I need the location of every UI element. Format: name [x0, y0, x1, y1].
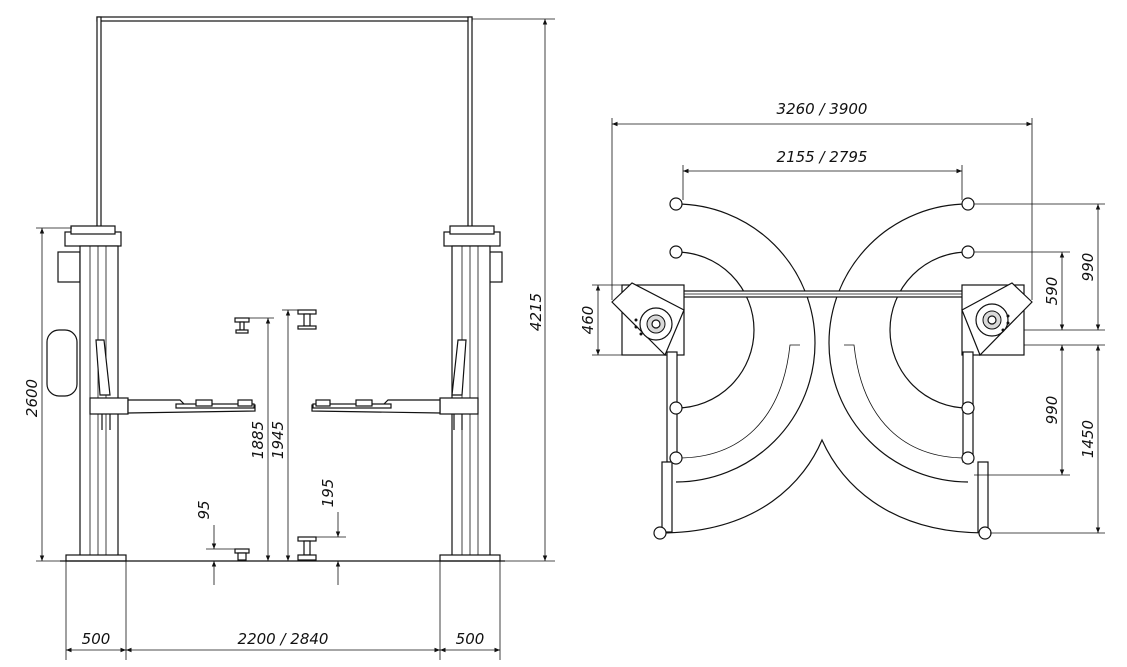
dim-max-lift-2: 1945 [269, 421, 287, 459]
front-vertical-dimensions [36, 18, 555, 585]
arm-swing-arcs [659, 203, 986, 534]
dim-post-height: 2600 [23, 379, 41, 417]
dim-post-depth: 460 [579, 306, 597, 335]
motor-unit [46, 329, 78, 397]
dim-inner-width: 2155 / 2795 [777, 148, 868, 166]
dim-arm-long-front: 990 [1079, 253, 1097, 282]
left-lifting-arm [89, 397, 256, 430]
overhead-frame [96, 16, 473, 228]
dim-base-left: 500 [82, 630, 111, 648]
dim-min-height-1: 95 [195, 500, 213, 519]
dim-between-posts: 2200 / 2840 [238, 630, 329, 648]
right-lifting-arm [311, 397, 479, 430]
dim-min-height-2: 195 [319, 479, 337, 508]
top-horizontal-dimensions [611, 118, 1033, 300]
dim-arm-short-rear: 990 [1043, 396, 1061, 425]
dim-overall-height: 4215 [527, 293, 545, 331]
front-horizontal-dimensions [65, 561, 501, 660]
dim-arm-long-rear: 1450 [1079, 420, 1097, 458]
dim-max-lift-1: 1885 [249, 421, 267, 459]
right-column [439, 225, 503, 562]
lift-pads [234, 309, 317, 561]
dim-arm-short-front: 590 [1043, 277, 1061, 306]
top-view: 3260 / 3900 2155 / 2795 460 590 990 990 … [579, 100, 1105, 540]
left-column [46, 225, 127, 562]
left-column-top [611, 197, 685, 540]
dim-overall-width: 3260 / 3900 [777, 100, 868, 118]
right-column-top [961, 197, 1033, 540]
dim-base-right: 500 [456, 630, 485, 648]
pad-marker [669, 197, 683, 211]
top-vertical-dimensions [592, 203, 1105, 534]
front-view: 4215 2600 1885 1945 95 195 500 2200 / 28… [23, 16, 555, 660]
